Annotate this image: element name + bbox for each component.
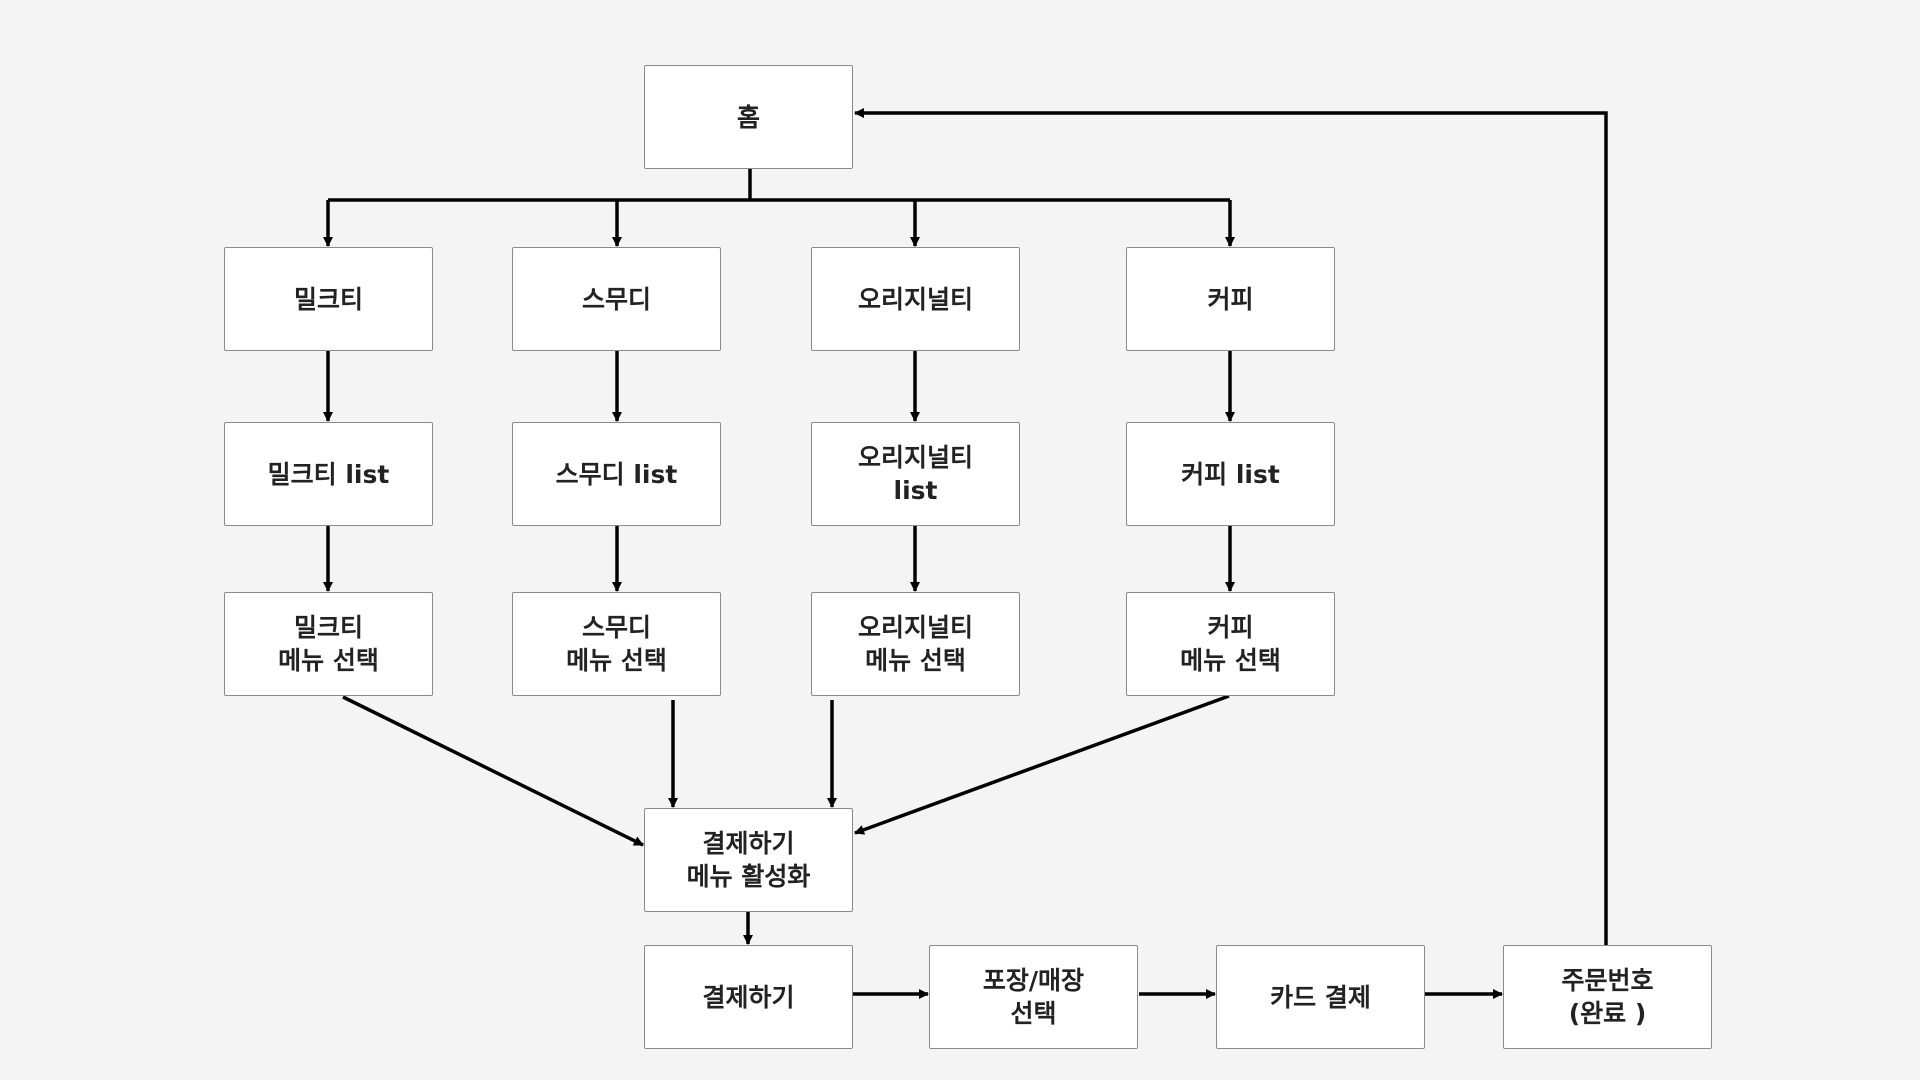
- node-milktea-menu: 밀크티 메뉴 선택: [224, 592, 433, 696]
- edge-milktea-menu-checkout: [342, 695, 644, 847]
- node-coffee-menu: 커피 메뉴 선택: [1126, 592, 1335, 696]
- node-coffee: 커피: [1126, 247, 1335, 351]
- node-original-list: 오리지널티 list: [811, 422, 1020, 526]
- node-coffee-list: 커피 list: [1126, 422, 1335, 526]
- node-smoothie-menu: 스무디 메뉴 선택: [512, 592, 721, 696]
- edge-order-home: [854, 108, 1608, 945]
- node-pack-choice: 포장/매장 선택: [929, 945, 1138, 1049]
- node-checkout-activate: 결제하기 메뉴 활성화: [644, 808, 853, 912]
- node-smoothie: 스무디: [512, 247, 721, 351]
- node-original-menu: 오리지널티 메뉴 선택: [811, 592, 1020, 696]
- node-smoothie-list: 스무디 list: [512, 422, 721, 526]
- node-checkout: 결제하기: [644, 945, 853, 1049]
- node-card-payment: 카드 결제: [1216, 945, 1425, 1049]
- node-order-number: 주문번호 (완료 ): [1503, 945, 1712, 1049]
- node-milktea: 밀크티: [224, 247, 433, 351]
- node-original: 오리지널티: [811, 247, 1020, 351]
- node-milktea-list: 밀크티 list: [224, 422, 433, 526]
- edge-coffee-menu-checkout: [854, 694, 1230, 835]
- node-home: 홈: [644, 65, 853, 169]
